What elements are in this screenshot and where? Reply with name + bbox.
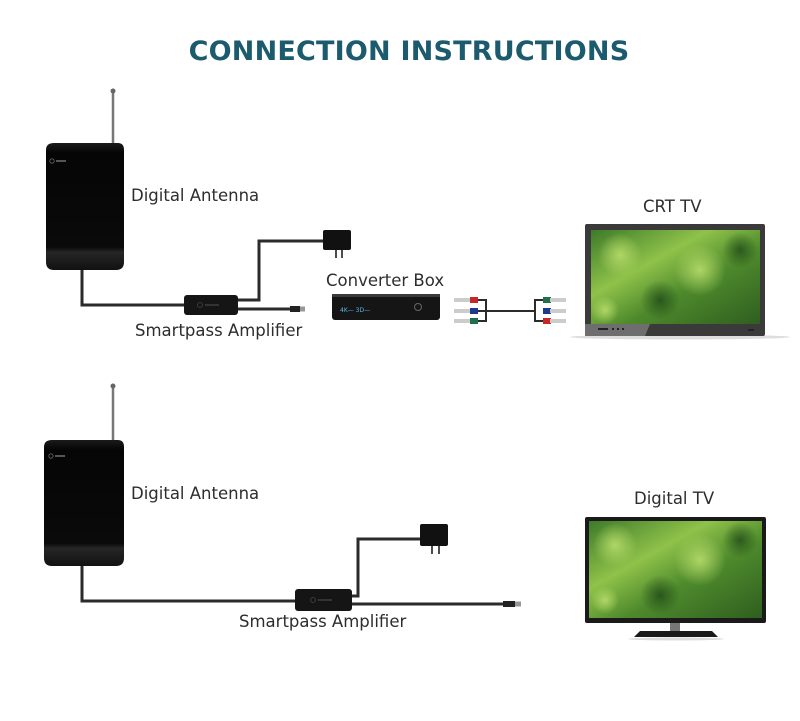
amplifier-label-1: Smartpass Amplifier	[135, 321, 303, 340]
power-adapter-icon	[323, 230, 351, 258]
digital-tv-label: Digital TV	[634, 489, 715, 508]
antenna-rod-icon	[110, 383, 116, 440]
power-adapter-icon	[420, 524, 448, 554]
digital-antenna-icon	[46, 143, 124, 270]
diagram-2	[44, 383, 766, 641]
antenna-rod-icon	[110, 88, 116, 143]
converter-box-icon: 4K— 3D—	[332, 294, 440, 320]
crt-tv-label: CRT TV	[643, 197, 702, 216]
amplifier-label-2: Smartpass Amplifier	[239, 612, 407, 631]
coax-cable	[80, 537, 503, 606]
crt-tv-icon	[570, 224, 790, 340]
coax-cable	[80, 239, 323, 311]
smartpass-amplifier-icon	[295, 589, 352, 611]
page-title: CONNECTION INSTRUCTIONS	[188, 36, 630, 67]
coax-connector-icon	[290, 306, 305, 312]
coax-connector-icon	[503, 601, 521, 607]
diagram-1: 4K— 3D—	[46, 88, 790, 340]
digital-antenna-icon	[44, 440, 124, 566]
antenna-label-2: Digital Antenna	[131, 484, 260, 503]
converter-box-label: Converter Box	[326, 271, 445, 290]
digital-tv-icon	[585, 517, 766, 641]
smartpass-amplifier-icon	[184, 295, 238, 315]
antenna-label-1: Digital Antenna	[131, 186, 260, 205]
converter-badge: 4K— 3D—	[340, 307, 370, 314]
rca-cable-icon	[454, 297, 566, 324]
